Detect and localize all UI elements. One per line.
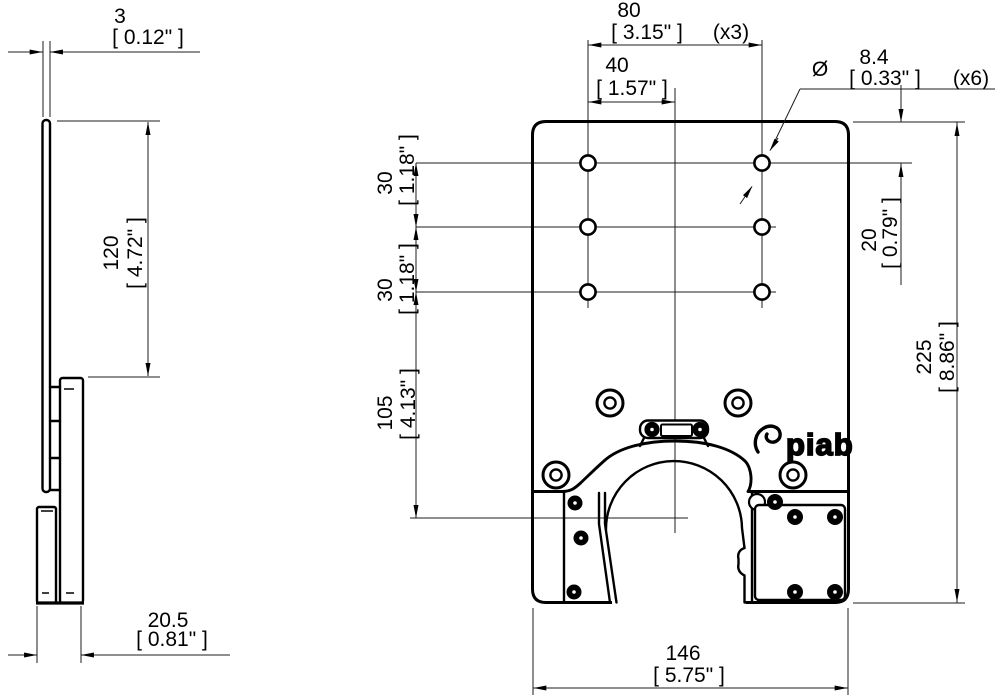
hole (579, 283, 597, 301)
dim-hole-pitch-y-lower-mm: 30 (374, 278, 397, 301)
dim-hole-to-center-mm: 40 (605, 54, 628, 77)
arch-housing (531, 439, 849, 604)
dim-hole-pitch-x-mm: 80 (617, 0, 640, 22)
dim-overall-height: 225 [ 8.86" ] (853, 122, 965, 604)
dim-top-to-first-row-mm: 20 (858, 228, 881, 251)
dim-overall-width: 146 [ 5.75" ] (532, 608, 849, 695)
dim-row-to-arch-center-inch: [ 4.13" ] (397, 368, 420, 440)
dim-hole-pitch-x: 80 [ 3.15" ] (x3) (588, 0, 762, 48)
dim-hole-diameter-count: (x6) (953, 67, 989, 90)
dim-hole-to-center: 40 [ 1.57" ] (588, 54, 675, 105)
hole (579, 218, 597, 236)
dim-plate-thickness-inch: [ 0.12" ] (112, 26, 184, 49)
piab-logo-swoosh-icon (753, 424, 782, 454)
dim-overall-width-inch: [ 5.75" ] (653, 664, 725, 687)
hole (579, 154, 597, 172)
dim-hole-to-center-inch: [ 1.57" ] (596, 77, 668, 100)
front-view: piab (410, 40, 912, 604)
leg-notch (736, 546, 746, 604)
dim-hole-diameter: Ø 8.4 [ 0.33" ] (x6) (739, 46, 995, 205)
dim-hole-pitch-x-count: (x3) (713, 21, 749, 44)
dim-overall-height-mm: 225 (913, 339, 936, 374)
side-thin-plate (41, 118, 52, 494)
dim-overall-height-inch: [ 8.86" ] (936, 321, 959, 393)
dim-hole-pitch-x-inch: [ 3.15" ] (611, 21, 683, 44)
crown-clamp-bar (638, 419, 710, 448)
dim-top-to-first-row-inch: [ 0.79" ] (879, 197, 902, 269)
mounting-holes (579, 154, 771, 301)
hole (753, 218, 771, 236)
dim-side-height-mm: 120 (100, 235, 123, 270)
right-leg-panel (747, 492, 847, 602)
side-view (35, 118, 85, 605)
side-hidden-lines (41, 388, 74, 594)
dim-overall-width-mm: 146 (665, 642, 700, 665)
dim-row-to-arch-center-mm: 105 (374, 395, 397, 430)
dim-hole-pitch-y: 30 [ 1.18" ] 30 [ 1.18" ] 105 [ 4.13" ] (374, 134, 420, 519)
dim-hole-pitch-y-upper-inch: [ 1.18" ] (396, 134, 419, 206)
piab-logo-text: piab (786, 427, 854, 462)
socket-screws (541, 388, 808, 490)
hole (753, 283, 771, 301)
left-leg-bolts (566, 495, 589, 600)
dim-top-to-first-row: 20 [ 0.79" ] (853, 85, 965, 285)
side-back-plate (58, 376, 85, 605)
diameter-symbol-icon: Ø (812, 58, 828, 81)
dim-foot-depth: 20.5 [ 0.81" ] (8, 606, 230, 663)
dim-hole-diameter-inch: [ 0.33" ] (849, 67, 921, 90)
hole (753, 154, 771, 172)
dim-hole-pitch-y-upper-mm: 30 (374, 171, 397, 194)
dim-foot-depth-mm: 20.5 (148, 609, 189, 632)
dim-side-height: 120 [ 4.72" ] (57, 120, 160, 378)
dim-foot-depth-inch: [ 0.81" ] (136, 628, 208, 651)
dim-plate-thickness: 3 [ 0.12" ] (8, 5, 200, 117)
side-foot-block (35, 505, 58, 605)
dim-plate-thickness-mm: 3 (114, 5, 126, 28)
dim-hole-diameter-mm: 8.4 (859, 46, 889, 69)
plate-outline (531, 120, 850, 604)
dim-side-height-inch: [ 4.72" ] (124, 217, 147, 289)
side-ledges (48, 385, 62, 492)
piab-logo: piab (753, 424, 854, 463)
dim-hole-pitch-y-lower-inch: [ 1.18" ] (396, 243, 419, 315)
